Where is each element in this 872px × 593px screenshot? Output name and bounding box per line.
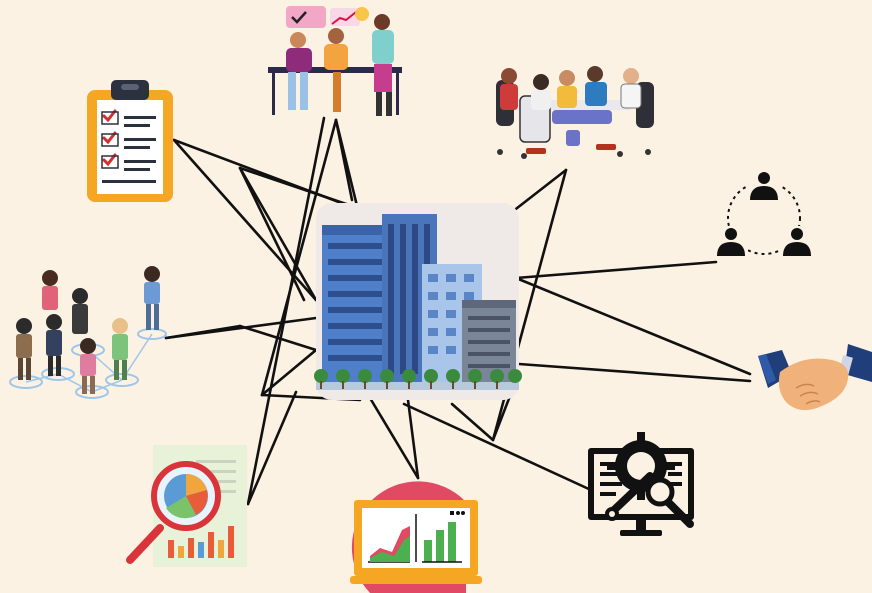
connector-line	[450, 402, 495, 442]
social-group-icon	[9, 266, 167, 399]
connector-line	[510, 168, 568, 214]
connector-line	[334, 118, 360, 212]
magnifier-report-icon	[126, 445, 247, 567]
handshake-icon	[758, 344, 872, 411]
laptop-analytics-icon	[350, 481, 482, 593]
boardroom-meeting-icon	[496, 66, 654, 159]
connector-line	[246, 390, 298, 506]
connector-line	[514, 276, 752, 376]
connector-line	[514, 260, 718, 280]
connector-line	[260, 348, 318, 397]
connector-lines	[164, 116, 752, 506]
connector-line	[246, 116, 326, 506]
connector-line	[260, 118, 338, 397]
connector-line	[402, 402, 593, 492]
monitor-gear-tools-icon	[588, 432, 694, 536]
team-meeting-whiteboard-icon	[268, 6, 402, 116]
connector-line	[164, 324, 242, 340]
clipboard-checklist-icon	[87, 80, 173, 202]
office-buildings-icon	[314, 203, 522, 400]
connector-line	[238, 166, 360, 210]
connector-line	[368, 396, 420, 480]
connector-line	[517, 362, 752, 383]
people-network-icon	[716, 172, 812, 258]
connector-line	[238, 166, 318, 302]
connector-line	[406, 398, 420, 480]
